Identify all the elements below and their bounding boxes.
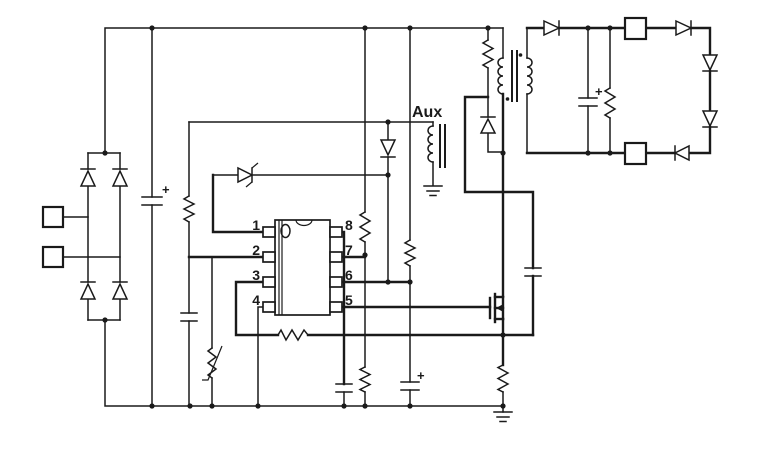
ic-pin-label: 8: [345, 217, 353, 233]
divider-resistor-lower: [358, 365, 372, 394]
bridge-rectifier: [79, 168, 129, 300]
aux-winding: Aux: [412, 104, 446, 197]
ic-pin-boxes: [262, 226, 343, 313]
vcc-capacitor: [180, 312, 198, 322]
vcc-electrolytic-capacitor: +: [400, 368, 425, 391]
ic-pin-box: [262, 276, 276, 288]
bridge-diode-icon: [79, 281, 97, 300]
thermistor: [202, 345, 223, 381]
wires: [62, 26, 712, 413]
bulk-capacitor: +: [141, 182, 170, 206]
output-terminal-square: [623, 16, 648, 41]
aux-rectifier-diode-icon: [379, 139, 397, 158]
secondary-winding: [526, 57, 533, 95]
load-diode-icon: [673, 144, 690, 162]
bridge-diode-icon: [111, 281, 129, 300]
ic-pin-box: [329, 251, 343, 263]
ic-pin-label: 5: [345, 292, 353, 308]
ic-pin-box: [262, 226, 276, 238]
flyback-transformer: [497, 50, 533, 102]
ac-input-terminals: [41, 205, 65, 269]
ground-icon: [423, 185, 443, 197]
primary-winding: [497, 57, 504, 95]
ic-pin-box: [329, 226, 343, 238]
line-sense-resistor: [403, 238, 417, 268]
mosfet-arrow: [496, 304, 503, 312]
junction-dots: [102, 25, 613, 409]
load-diode-icon: [701, 110, 719, 128]
ic-pin-box: [262, 301, 276, 313]
ic-pin-labels: 1 2 3 4 8 7 6 5: [252, 217, 353, 308]
ic-pin-box: [262, 251, 276, 263]
bridge-diode-icon: [79, 168, 97, 187]
zener-diode-icon: [237, 162, 259, 188]
input-terminal-square: [41, 245, 65, 269]
bridge-diode-icon: [111, 168, 129, 187]
power-mosfet: [488, 292, 505, 324]
ic-notch: [295, 219, 313, 227]
ic-pin-label: 3: [252, 267, 260, 283]
aux-label: Aux: [412, 104, 442, 121]
ic-body: [274, 219, 331, 316]
load-diode-icon: [701, 54, 719, 72]
output-terminals: [623, 16, 648, 166]
current-sense-resistor: [276, 328, 310, 342]
ground-icon: [493, 411, 513, 423]
output-terminal-square: [623, 141, 648, 166]
startup-resistor: [182, 194, 196, 224]
phase-dot: [518, 53, 523, 57]
sense-resistor: [496, 363, 510, 394]
led-load-string: [673, 19, 719, 162]
output-capacitor: +: [578, 84, 603, 107]
input-terminal-square: [41, 205, 65, 229]
output-diode-icon: [543, 19, 561, 37]
polarity-plus-label: +: [417, 368, 425, 383]
ic-pin-label: 6: [345, 267, 353, 283]
clamp-diode-icon: [479, 116, 497, 134]
polarity-plus-label: +: [595, 84, 603, 99]
pin8-bypass-capacitor: [335, 383, 353, 393]
ic-pin-box: [329, 301, 343, 313]
controller-ic: 1 2 3 4 8 7 6 5: [252, 217, 353, 316]
clamp-resistor: [481, 38, 495, 70]
ic-pin-label: 1: [252, 217, 260, 233]
ic-pin-box: [329, 276, 343, 288]
ic-pin1-indicator: [280, 223, 291, 239]
phase-dot: [505, 97, 510, 101]
polarity-plus-label: +: [162, 182, 170, 197]
ic-pin-label: 7: [345, 242, 353, 258]
snubber-capacitor: [524, 267, 542, 277]
load-diode-icon: [675, 19, 693, 37]
bleeder-resistor: [603, 86, 617, 120]
ic-pin-label: 4: [252, 292, 260, 308]
ic-pin-label: 2: [252, 242, 260, 258]
divider-resistor-upper: [358, 210, 372, 244]
